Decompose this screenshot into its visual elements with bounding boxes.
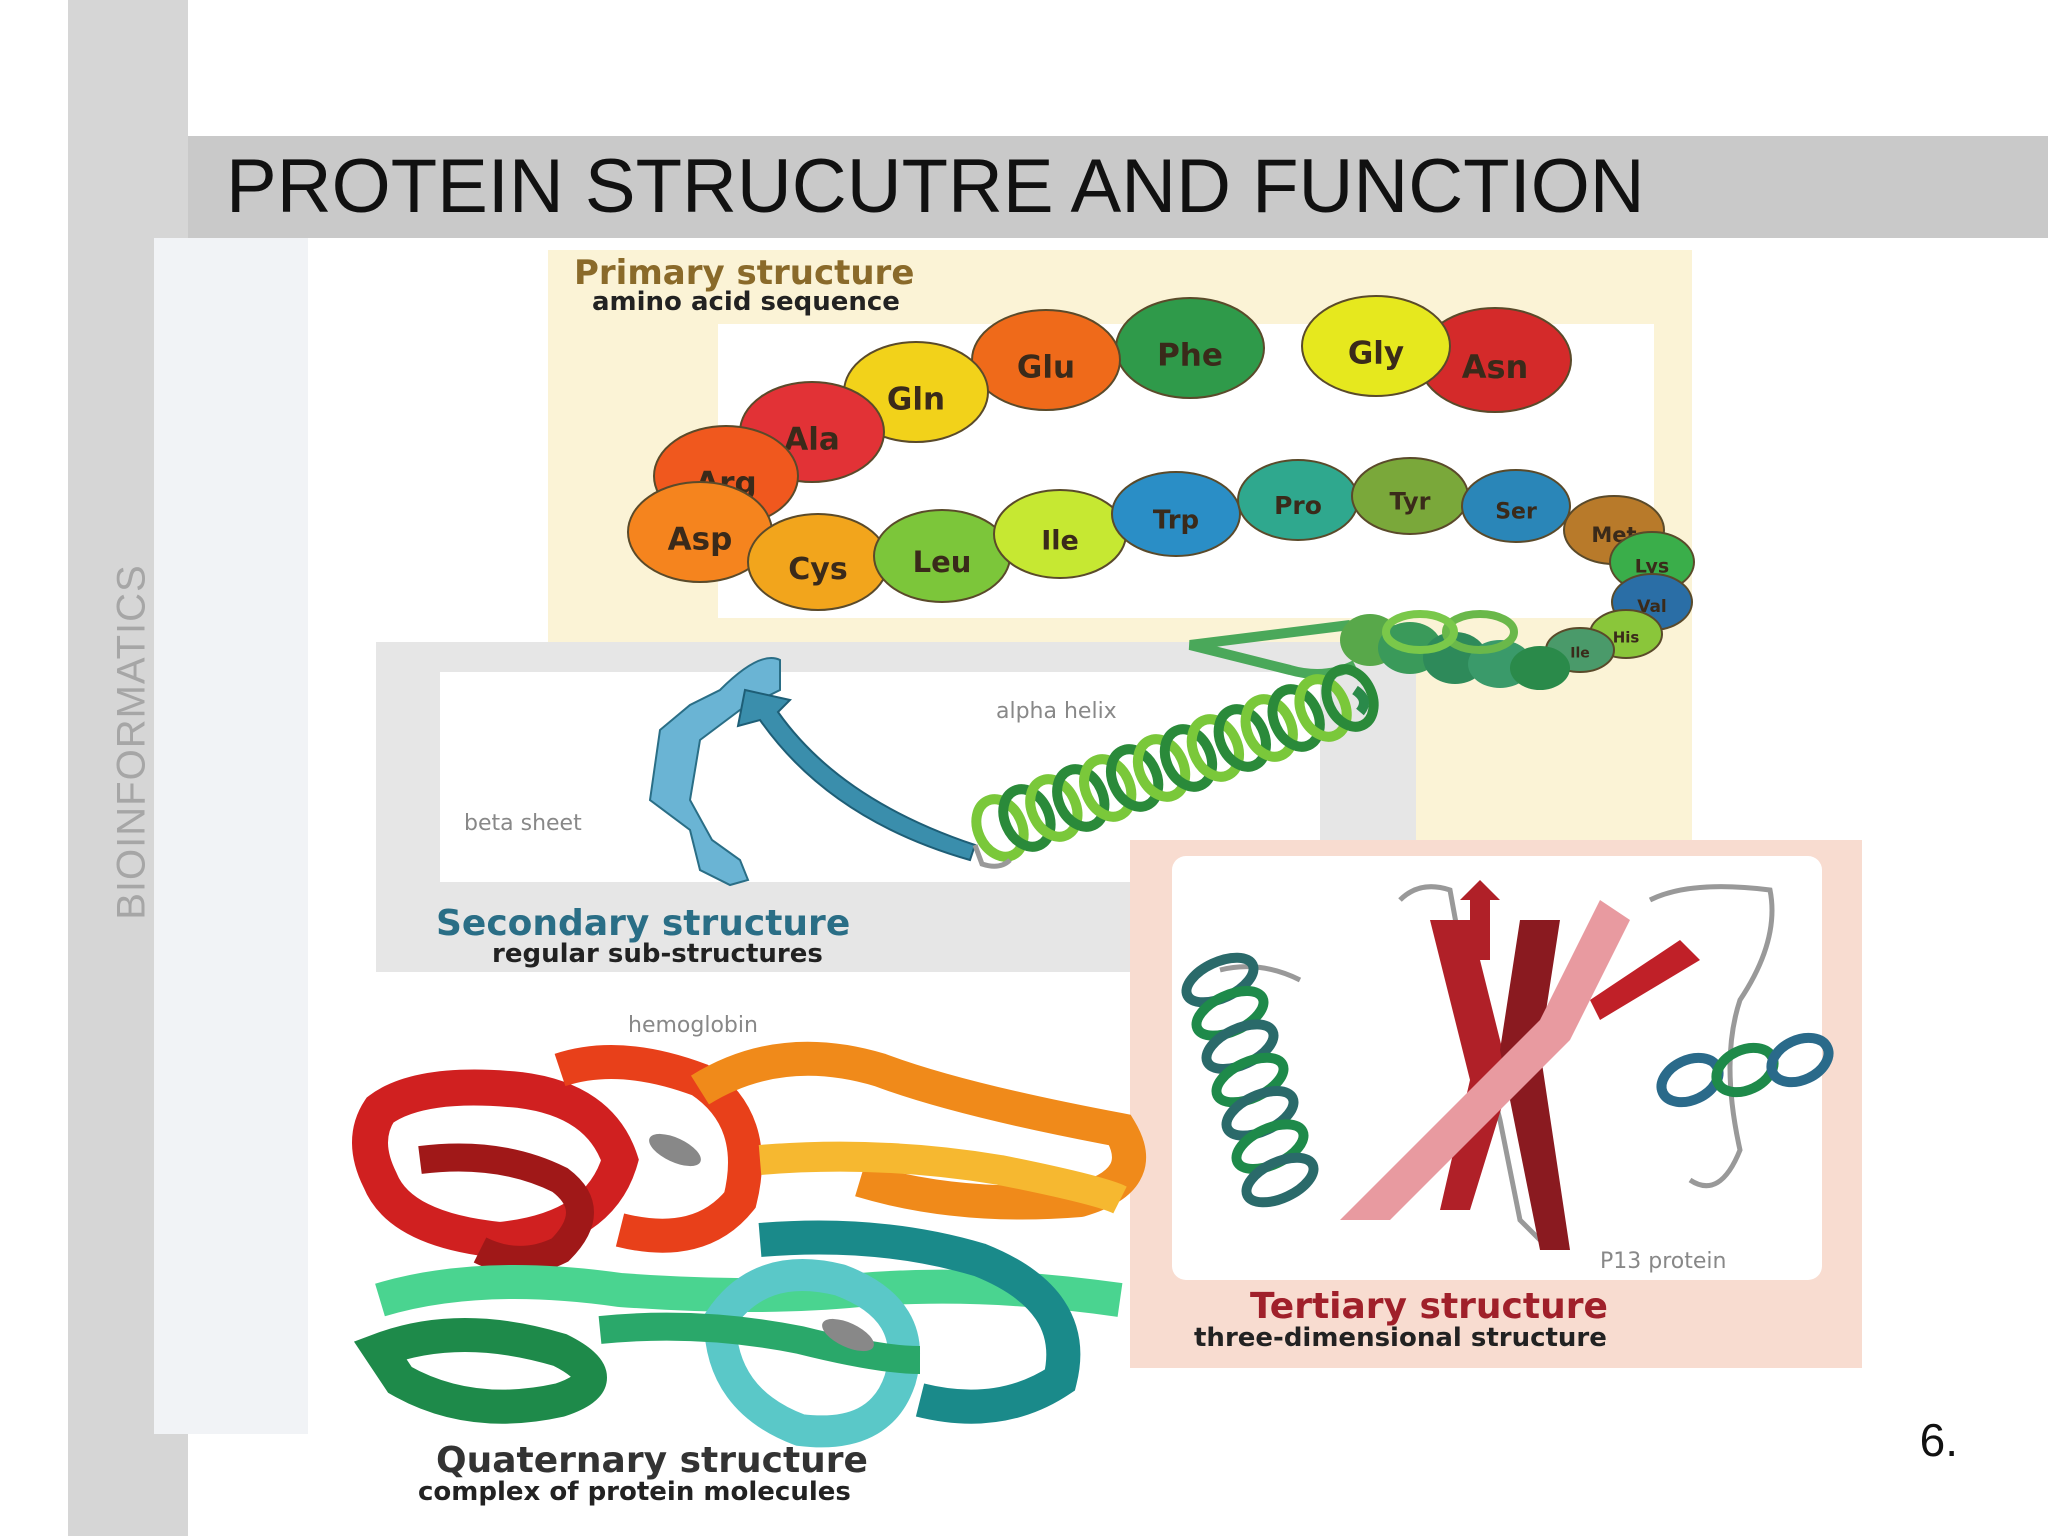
hemoglobin-label: hemoglobin [628,1013,758,1038]
residue-label: Ala [784,422,840,458]
helix-turn [998,784,1056,852]
beta-sheet-label: beta sheet [464,811,582,836]
residue-label: Tyr [1389,487,1430,515]
primary-title: Primary structure [574,253,914,293]
quaternary-subtitle: complex of protein molecules [418,1477,851,1507]
helix-turn [1105,744,1164,812]
page-number: 6. [1919,1414,1958,1466]
residue-label: Cys [788,552,847,587]
tertiary-ribbon [1219,880,1775,1250]
quaternary-title: Quaternary structure [436,1440,868,1481]
tertiary-helix-right [1656,1032,1834,1108]
helix-turn [1321,664,1379,732]
residue-label: Glu [1017,350,1075,386]
residue-bead [1111,471,1241,557]
primary-subtitle: amino acid sequence [592,287,900,317]
residue-label: Val [1637,597,1667,617]
beta-sheet [648,657,1012,887]
helix-turn [1766,1032,1834,1088]
residue-label: Phe [1157,338,1223,374]
helix-turn [1213,704,1271,772]
slide-title: PROTEIN STRUCUTRE AND FUNCTION [226,144,1645,229]
helix-turn [1240,694,1298,762]
helix-turn [1079,754,1137,822]
residue-bead [1301,295,1451,397]
alpha-helix-label: alpha helix [996,699,1117,724]
helix-turn [1132,734,1191,802]
p13-protein-label: P13 protein [1600,1249,1726,1274]
helix-turn [1267,684,1325,752]
helix-turn [1294,674,1352,742]
residue-label: Ile [1570,646,1590,662]
helix-turn [1025,774,1083,842]
helix-turn [1159,724,1218,792]
helix-turn [1052,764,1110,832]
tertiary-title: Tertiary structure [1250,1286,1608,1327]
tertiary-subtitle: three-dimensional structure [1194,1323,1607,1353]
residue-label: Gln [887,382,945,418]
title-bar [188,136,2048,238]
secondary-subtitle: regular sub-structures [492,939,823,969]
quaternary-ribbon [352,1041,1146,1448]
residue-label: Ile [1041,525,1079,556]
background-photo [154,238,308,1434]
secondary-title: Secondary structure [436,903,850,944]
helix-turn [1241,1152,1319,1208]
residue-bead [1461,469,1571,543]
helix-turn [1186,714,1245,782]
residue-label: His [1613,628,1640,646]
residue-label: Asp [668,522,733,558]
residue-label: Pro [1274,491,1322,520]
residue-label: Ser [1495,500,1537,525]
residue-label: Gly [1348,336,1404,372]
residue-label: Trp [1153,506,1199,536]
residue-label: Lys [1635,556,1670,578]
residue-label: Leu [913,545,972,579]
alpha-helix [971,664,1379,862]
tertiary-helix-left [1181,952,1319,1208]
residue-label: Asn [1462,348,1529,386]
transition-coil [1340,610,1570,690]
helix-turn [971,794,1029,862]
